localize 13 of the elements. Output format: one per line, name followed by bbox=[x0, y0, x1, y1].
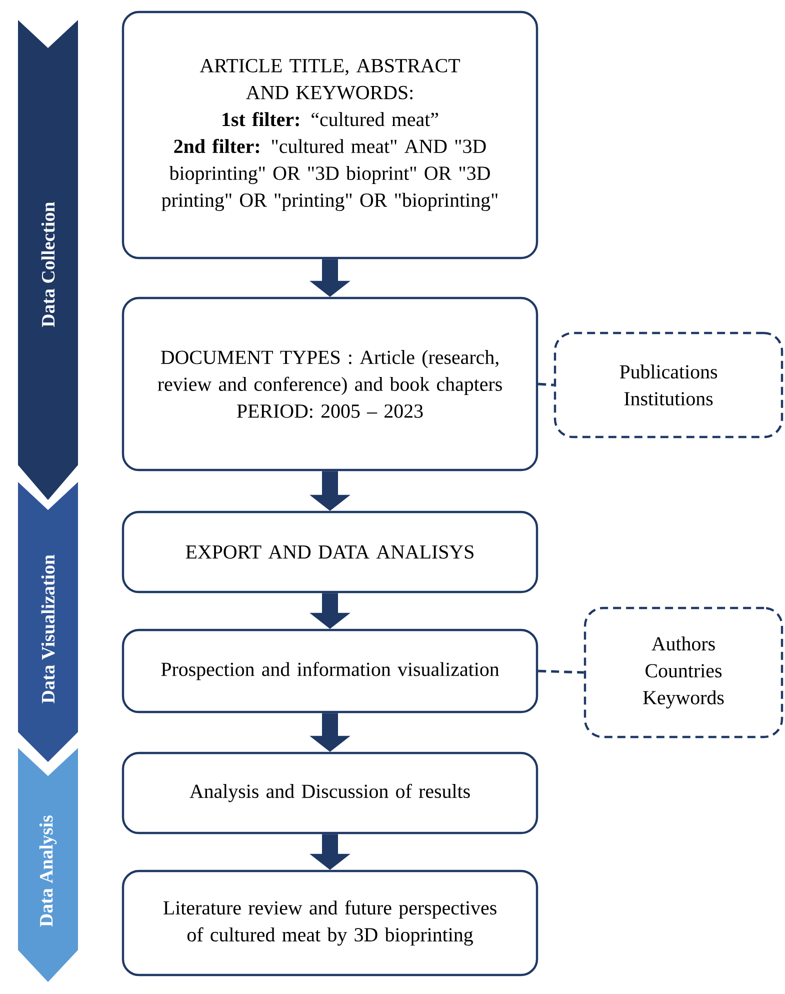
process-box: Literature review and future perspectives of cultured meat by 3D bioprinting bbox=[122, 870, 538, 976]
connector-line bbox=[538, 670, 584, 674]
stage-band: Data Collection bbox=[18, 20, 78, 500]
stage-band: Data Visualization bbox=[18, 482, 78, 762]
process-box: Prospection and information visualization bbox=[122, 628, 538, 714]
stage-band: Data Analysis bbox=[18, 748, 78, 982]
process-box: EXPORT AND DATA ANALISYS bbox=[122, 510, 538, 594]
connector-line bbox=[538, 382, 554, 386]
note-box: Publications Institutions bbox=[554, 332, 784, 438]
process-box: ARTICLE TITLE, ABSTRACT AND KEYWORDS: 1st filter: “cultured meat” 2nd filter: "cultured meat" AND "3D bioprinting" OR "3D bioprint" OR "3D printing" OR "printing" OR "bioprinting" bbox=[122, 10, 538, 260]
note-box: Authors Countries Keywords bbox=[584, 606, 784, 738]
process-box: DOCUMENT TYPES : Article (research, review and conference) and book chapters PERIOD: 2005 – 2023 bbox=[122, 296, 538, 472]
process-box: Analysis and Discussion of results bbox=[122, 752, 538, 834]
